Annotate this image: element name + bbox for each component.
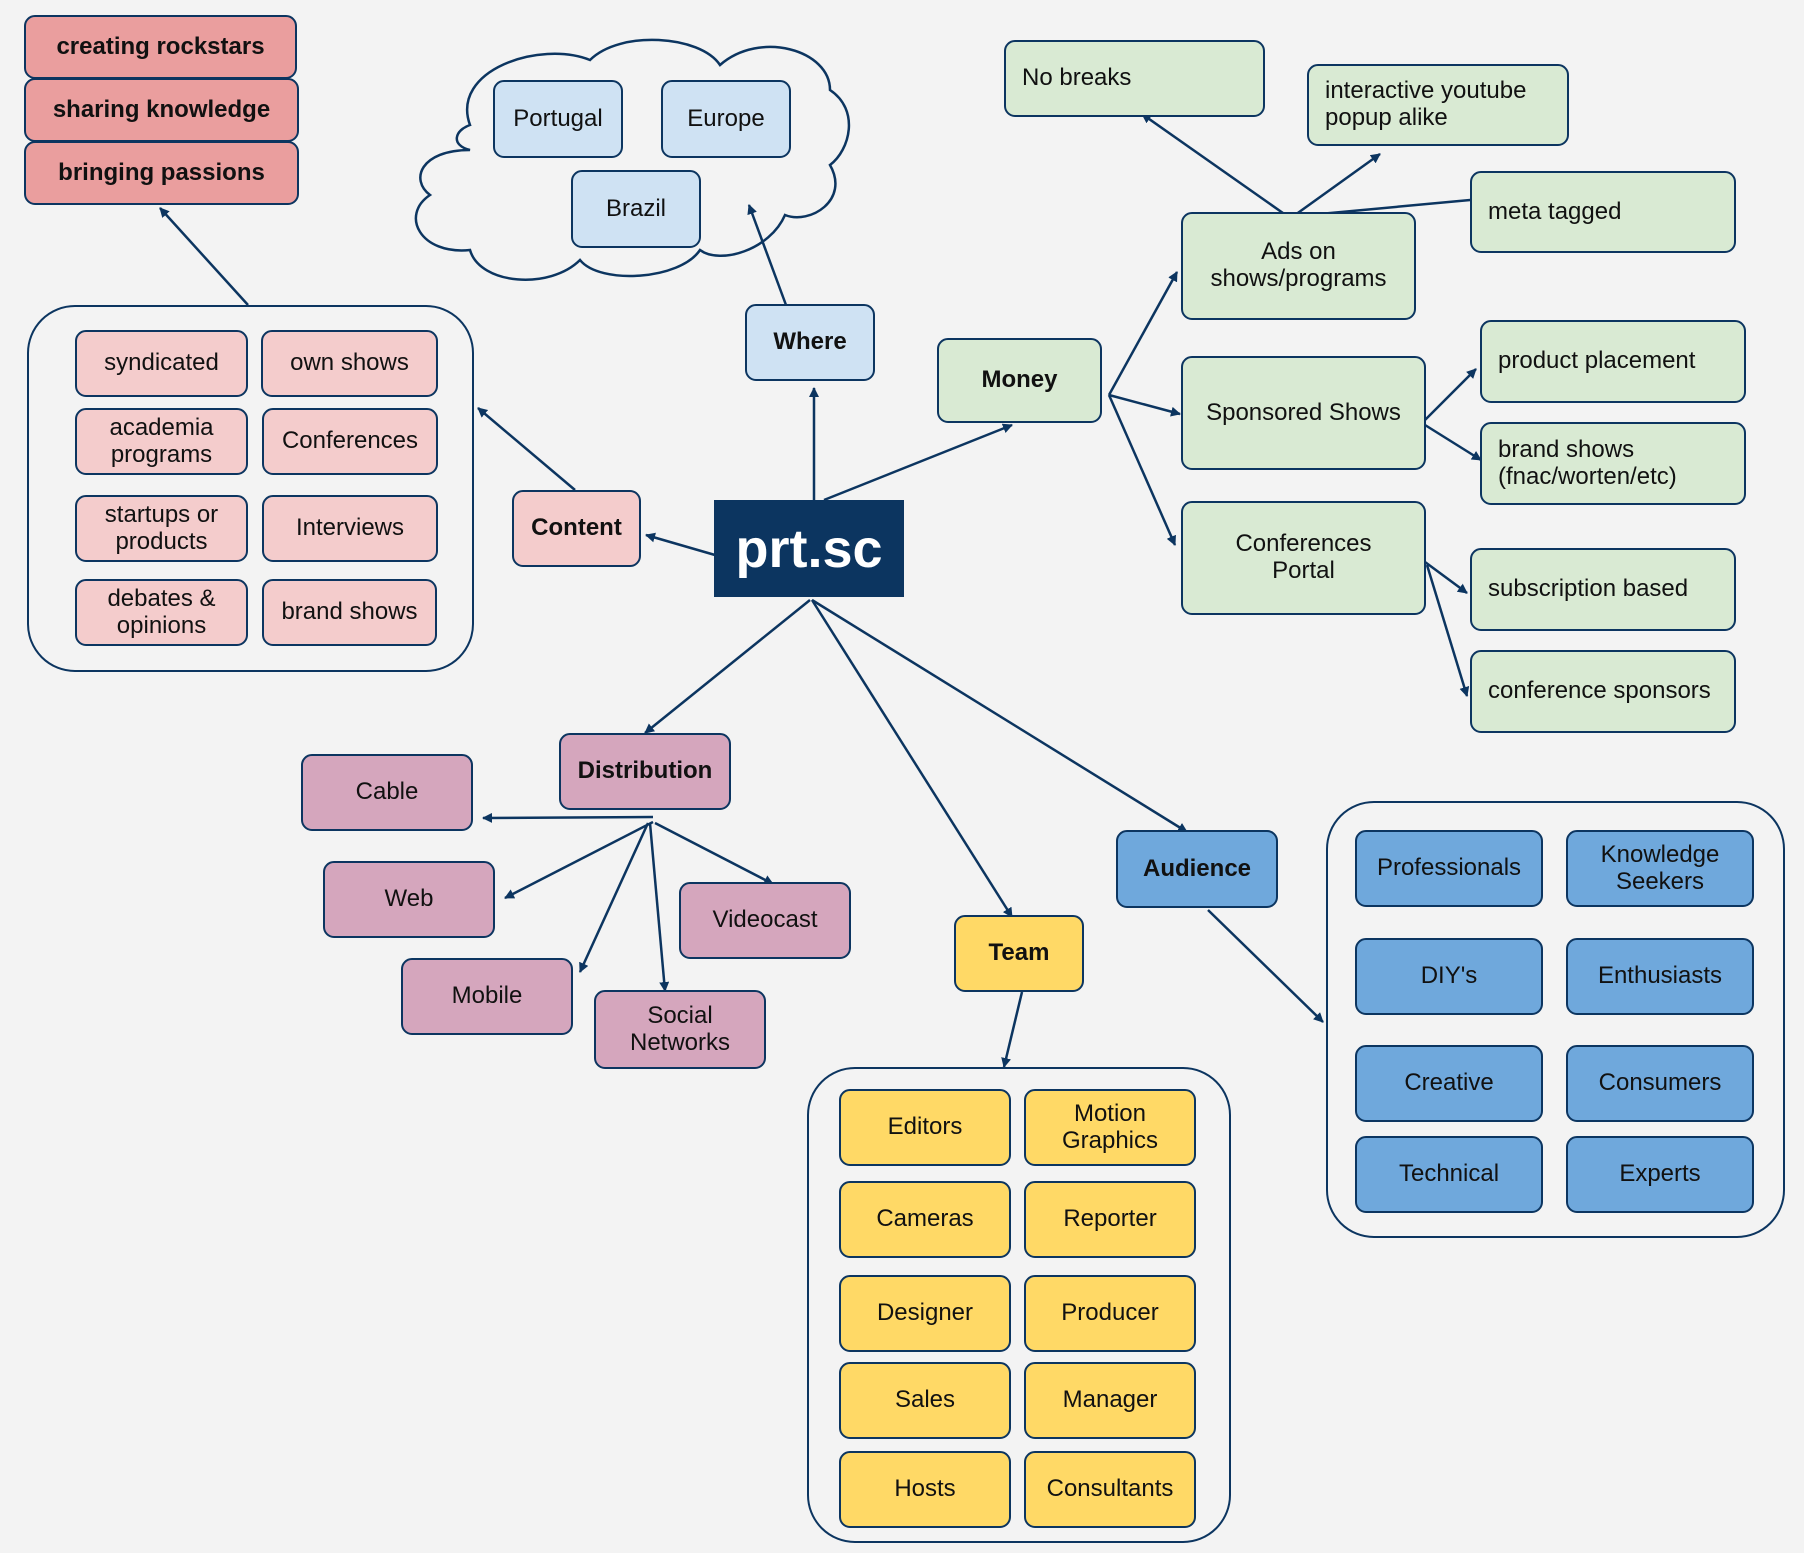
edge-dist-web: [504, 820, 654, 900]
team-motion-graphics[interactable]: Motion Graphics: [1024, 1089, 1196, 1166]
edge-money-conferences: [1107, 394, 1177, 546]
edge-sponsored-brand: [1424, 423, 1482, 462]
team-group: [807, 1067, 1231, 1543]
edge-conf-sponsors: [1425, 564, 1470, 697]
edge-conf-subscription: [1424, 560, 1468, 595]
edge-audience-group: [1207, 909, 1324, 1023]
edge-sponsored-placement: [1424, 368, 1477, 421]
money-interactive-youtube[interactable]: interactive youtube popup alike: [1307, 64, 1569, 146]
distribution-mobile[interactable]: Mobile: [401, 958, 573, 1035]
audience-technical[interactable]: Technical: [1355, 1136, 1543, 1213]
content-item-debates[interactable]: debates & opinions: [75, 579, 248, 646]
purpose-sharing-knowledge[interactable]: sharing knowledge: [24, 78, 299, 142]
audience-experts[interactable]: Experts: [1566, 1136, 1754, 1213]
edge-ads-youtube: [1294, 152, 1381, 217]
team-manager[interactable]: Manager: [1024, 1362, 1196, 1439]
distribution-videocast[interactable]: Videocast: [679, 882, 851, 959]
where-item-portugal[interactable]: Portugal: [493, 80, 623, 158]
edge-dist-cable: [482, 812, 654, 823]
edge-money-ads: [1107, 271, 1179, 396]
audience-professionals[interactable]: Professionals: [1355, 830, 1543, 907]
team-node[interactable]: Team: [954, 915, 1084, 992]
money-meta-tagged[interactable]: meta tagged: [1470, 171, 1736, 253]
edge-center-content: [645, 532, 716, 557]
content-item-interviews[interactable]: Interviews: [262, 495, 438, 562]
edge-dist-mobile: [578, 822, 650, 973]
audience-group: [1326, 801, 1785, 1238]
edge-dist-social: [648, 822, 670, 992]
distribution-cable[interactable]: Cable: [301, 754, 473, 831]
money-no-breaks[interactable]: No breaks: [1004, 40, 1265, 117]
content-item-brand-shows[interactable]: brand shows: [262, 579, 437, 646]
content-node[interactable]: Content: [512, 490, 641, 567]
content-item-academia-programs[interactable]: academia programs: [75, 408, 248, 475]
team-designer[interactable]: Designer: [839, 1275, 1011, 1352]
where-node[interactable]: Where: [745, 304, 875, 381]
distribution-web[interactable]: Web: [323, 861, 495, 938]
content-item-conferences[interactable]: Conferences: [262, 408, 438, 475]
money-sponsored-node[interactable]: Sponsored Shows: [1181, 356, 1426, 470]
money-conferences-node[interactable]: Conferences Portal: [1181, 501, 1426, 615]
audience-creative[interactable]: Creative: [1355, 1045, 1543, 1122]
team-cameras[interactable]: Cameras: [839, 1181, 1011, 1258]
team-reporter[interactable]: Reporter: [1024, 1181, 1196, 1258]
edge-money-sponsored: [1108, 393, 1181, 417]
center-node[interactable]: prt.sc: [714, 500, 904, 597]
distribution-node[interactable]: Distribution: [559, 733, 731, 810]
audience-consumers[interactable]: Consumers: [1566, 1045, 1754, 1122]
purpose-bringing-passions[interactable]: bringing passions: [24, 141, 299, 205]
edge-ads-nobreaks: [1141, 112, 1291, 220]
team-producer[interactable]: Producer: [1024, 1275, 1196, 1352]
edge-center-team: [810, 599, 1014, 918]
money-node[interactable]: Money: [937, 338, 1102, 423]
edge-content-group: [477, 407, 576, 491]
audience-node[interactable]: Audience: [1116, 830, 1278, 908]
money-subscription-based[interactable]: subscription based: [1470, 548, 1736, 631]
team-editors[interactable]: Editors: [839, 1089, 1011, 1166]
edge-center-distribution: [644, 599, 811, 734]
content-item-startups[interactable]: startups or products: [75, 495, 248, 562]
team-hosts[interactable]: Hosts: [839, 1451, 1011, 1528]
where-item-brazil[interactable]: Brazil: [571, 170, 701, 248]
edge-center-money: [823, 423, 1013, 502]
money-conference-sponsors[interactable]: conference sponsors: [1470, 650, 1736, 733]
purpose-creating-rockstars[interactable]: creating rockstars: [24, 15, 297, 79]
content-group: [27, 305, 474, 672]
team-sales[interactable]: Sales: [839, 1362, 1011, 1439]
audience-knowledge-seekers[interactable]: Knowledge Seekers: [1566, 830, 1754, 907]
money-product-placement[interactable]: product placement: [1480, 320, 1746, 403]
distribution-social-networks[interactable]: Social Networks: [594, 990, 766, 1069]
audience-enthusiasts[interactable]: Enthusiasts: [1566, 938, 1754, 1015]
edge-team-group: [1001, 991, 1024, 1068]
where-item-europe[interactable]: Europe: [661, 80, 791, 158]
team-consultants[interactable]: Consultants: [1024, 1451, 1196, 1528]
audience-diys[interactable]: DIY's: [1355, 938, 1543, 1015]
edge-dist-videocast: [654, 821, 774, 886]
money-ads-node[interactable]: Ads on shows/programs: [1181, 212, 1416, 320]
content-item-own-shows[interactable]: own shows: [261, 330, 438, 397]
edge-content-purpose: [159, 207, 249, 306]
edge-center-audience: [811, 598, 1188, 834]
edge-where-cloud: [747, 204, 788, 306]
content-item-syndicated[interactable]: syndicated: [75, 330, 248, 397]
money-brand-shows[interactable]: brand shows (fnac/worten/etc): [1480, 422, 1746, 505]
